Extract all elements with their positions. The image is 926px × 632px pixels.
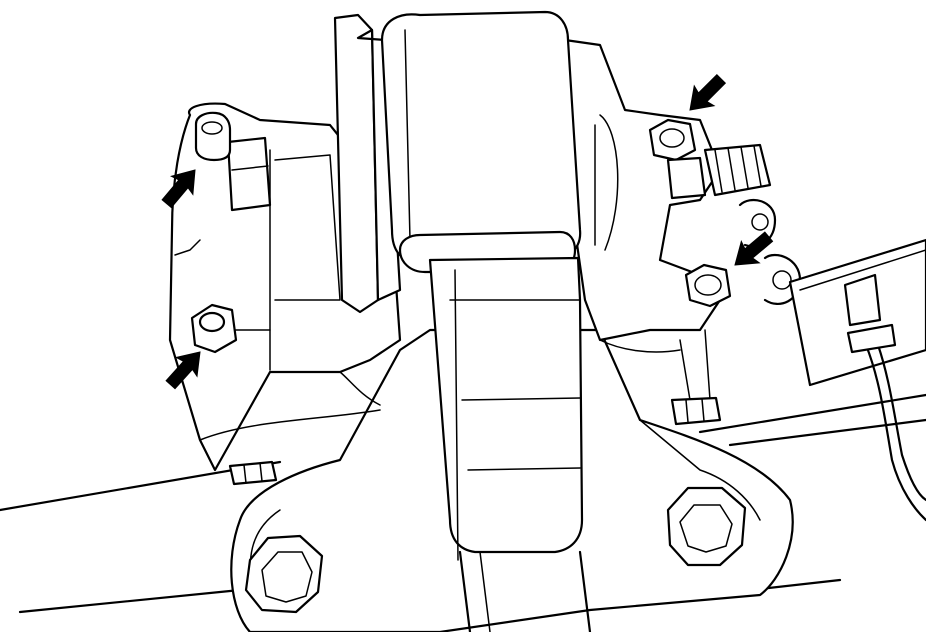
strut-arm bbox=[428, 256, 592, 632]
callout-arrows bbox=[161, 73, 774, 390]
callout-upper-right-arrow-icon bbox=[689, 73, 727, 111]
cable bbox=[846, 323, 926, 522]
callout-lower-left-arrow-icon bbox=[165, 351, 201, 390]
cable-bracket bbox=[788, 238, 926, 387]
callout-middle-right-arrow-icon bbox=[734, 231, 774, 266]
bolt-lower-right bbox=[670, 396, 722, 426]
bolt-lower-left bbox=[190, 303, 238, 354]
bolt-middle-right bbox=[684, 263, 732, 308]
strut-upper-block bbox=[380, 10, 582, 274]
spring bbox=[703, 143, 772, 197]
callout-upper-left-arrow-icon bbox=[161, 169, 196, 209]
hex-bolt-left bbox=[244, 534, 324, 614]
hex-bolt-right bbox=[666, 486, 747, 567]
bolt-bottom-left bbox=[228, 460, 278, 486]
bolt-upper-left bbox=[194, 111, 272, 212]
right-housing bbox=[563, 38, 722, 401]
flange-plate bbox=[333, 13, 402, 314]
bolt-upper-right bbox=[648, 118, 707, 200]
